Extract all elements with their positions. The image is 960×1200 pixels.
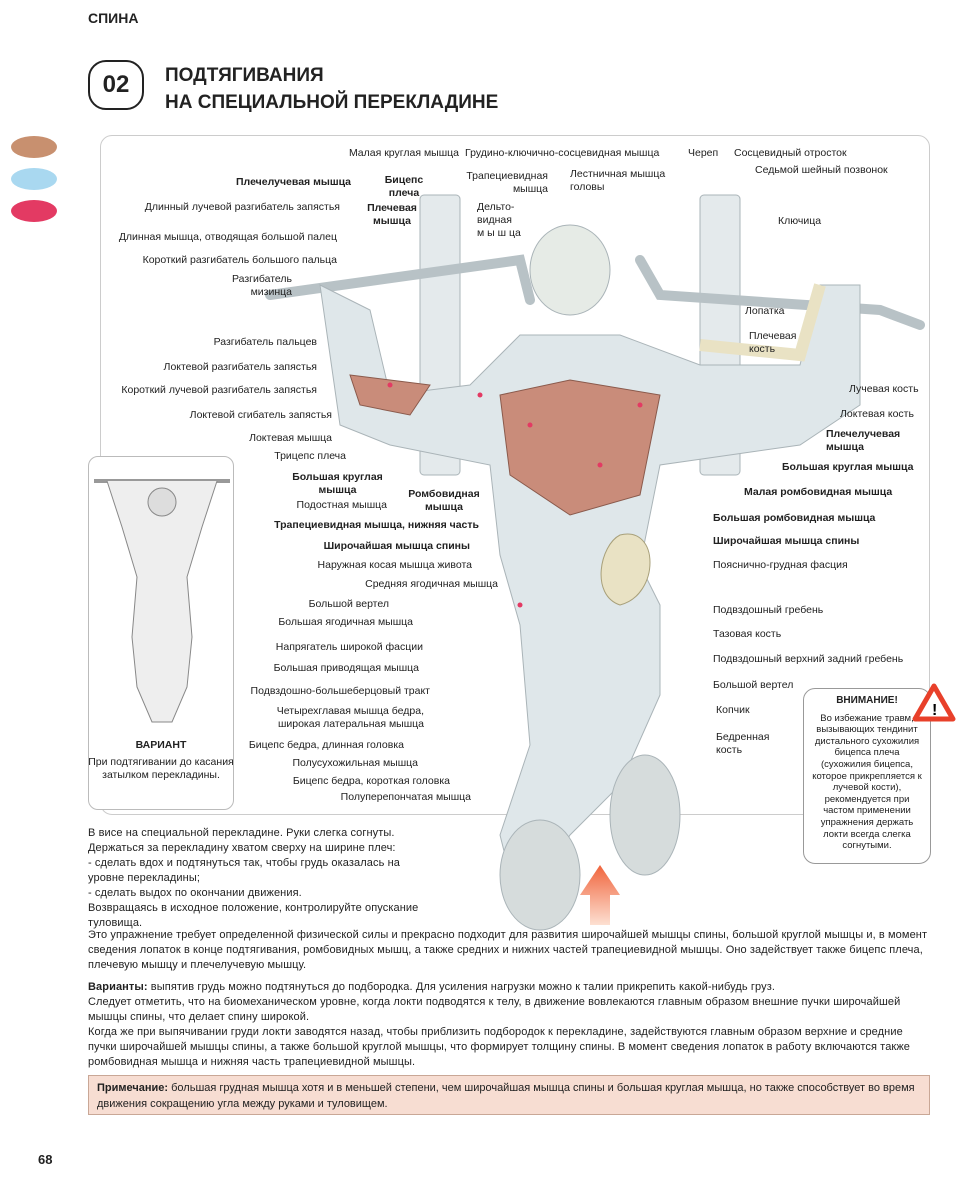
label: Сосцевидный отросток: [734, 147, 847, 159]
label: Подвздошный верхний задний гребень: [713, 653, 904, 665]
label: Широчайшая мышца спины: [713, 535, 860, 547]
legend-swatch-blue: [11, 168, 57, 190]
label: Локтевая кость: [840, 408, 914, 420]
label: Большая приводящая мышца: [273, 662, 419, 674]
label: Малая ромбовидная мышца: [744, 486, 893, 498]
label: Разгибатель пальцев: [213, 336, 317, 348]
legend-swatch-red: [11, 200, 57, 222]
label: Большая ягодичная мышца: [278, 616, 413, 628]
label: Наружная косая мышца живота: [317, 559, 472, 571]
label: Подвздошно-большеберцовый тракт: [250, 685, 430, 697]
pull-up-bar: [265, 254, 925, 330]
label: Подостная мышца: [296, 499, 387, 511]
foot: [499, 819, 581, 931]
arm-bones: [699, 283, 826, 362]
label: Средняя ягодичная мышца: [365, 578, 498, 590]
label: Локтевой сгибатель запястья: [189, 409, 332, 421]
label: Большой вертел: [713, 679, 794, 691]
page-number: 68: [38, 1152, 53, 1167]
label: Короткий лучевой разгибатель запястья: [121, 384, 317, 396]
label: Локтевой разгибатель запястья: [163, 361, 317, 373]
label: Большая ромбовидная мышца: [713, 512, 876, 524]
variant-illustration: [94, 479, 230, 723]
label: Длинный лучевой разгибатель запястья: [144, 201, 340, 213]
label: Копчик: [716, 704, 750, 716]
biceps-muscle: [349, 374, 431, 416]
label: Малая круглая мышца: [348, 147, 459, 159]
warning-box: ВНИМАНИЕ! Во избежание травм, вызывающих…: [803, 688, 931, 864]
label: Трапециевидная мышца, нижняя часть: [274, 519, 479, 531]
exercise-number: 02: [88, 60, 144, 110]
warning-triangle-icon: !: [912, 683, 956, 722]
label: Бицепс бедра, длинная головка: [248, 739, 404, 751]
label: Короткий разгибатель большого пальца: [142, 254, 337, 266]
note-box: Примечание: большая грудная мышца хотя и…: [88, 1075, 930, 1115]
label: Полуперепончатая мышца: [340, 791, 471, 803]
label: Локтевая мышца: [249, 432, 332, 444]
label: Пояснично-грудная фасция: [713, 559, 848, 571]
label: Лопатка: [745, 305, 785, 317]
legend-swatch-brown: [11, 136, 57, 158]
foot: [609, 754, 681, 876]
svg-text:!: !: [932, 702, 937, 719]
head: [529, 224, 611, 316]
label: Грудино-ключично-сосцевидная мышца: [465, 147, 660, 159]
label: Напрягатель широкой фасции: [275, 641, 423, 653]
label: Седьмой шейный позвонок: [755, 164, 888, 176]
label: Большая круглая мышца: [782, 461, 914, 473]
label: Трицепс плеча: [274, 450, 346, 462]
instructions: В висе на специальной перекладине. Руки …: [88, 827, 419, 929]
label: Лучевая кость: [849, 383, 919, 395]
label: Бицепс бедра, короткая головка: [292, 775, 450, 787]
label: Ключица: [778, 215, 822, 227]
page-title: ПОДТЯГИВАНИЯ НА СПЕЦИАЛЬНОЙ ПЕРЕКЛАДИНЕ: [165, 62, 498, 116]
label: Череп: [688, 147, 719, 159]
description: Это упражнение требует определенной физи…: [88, 929, 928, 971]
label: Подвздошный гребень: [713, 604, 824, 616]
up-arrow-icon: [580, 865, 620, 925]
label: Длинная мышца, отводящая большой палец: [118, 231, 337, 243]
variants-text: Варианты: выпятив грудь можно подтянутьс…: [88, 981, 910, 1068]
warning-title: ВНИМАНИЕ!: [836, 695, 898, 706]
label: Широчайшая мышца спины: [323, 540, 470, 552]
title-line: ПОДТЯГИВАНИЯ: [165, 65, 324, 86]
pelvis-bone: [600, 533, 651, 606]
title-line: НА СПЕЦИАЛЬНОЙ ПЕРЕКЛАДИНЕ: [165, 92, 499, 113]
variant-caption: ВАРИАНТ При подтягивании до касания заты…: [88, 739, 234, 781]
back-muscles: [499, 379, 661, 516]
label: Большой вертел: [308, 598, 389, 610]
label: Полусухожильная мышца: [292, 757, 418, 769]
label: Тазовая кость: [713, 628, 782, 640]
variant-inset: ВАРИАНТ При подтягивании до касания заты…: [88, 456, 234, 810]
section-title: СПИНА: [88, 10, 139, 26]
anatomy-illustration: [265, 194, 925, 931]
body: [319, 284, 861, 917]
warning-text: Во избежание травм, вызывающих тендинит …: [812, 712, 922, 852]
label: Плечелучевая мышца: [235, 176, 351, 188]
label: Четырехглавая мышца бедра,широкая латера…: [276, 705, 424, 730]
